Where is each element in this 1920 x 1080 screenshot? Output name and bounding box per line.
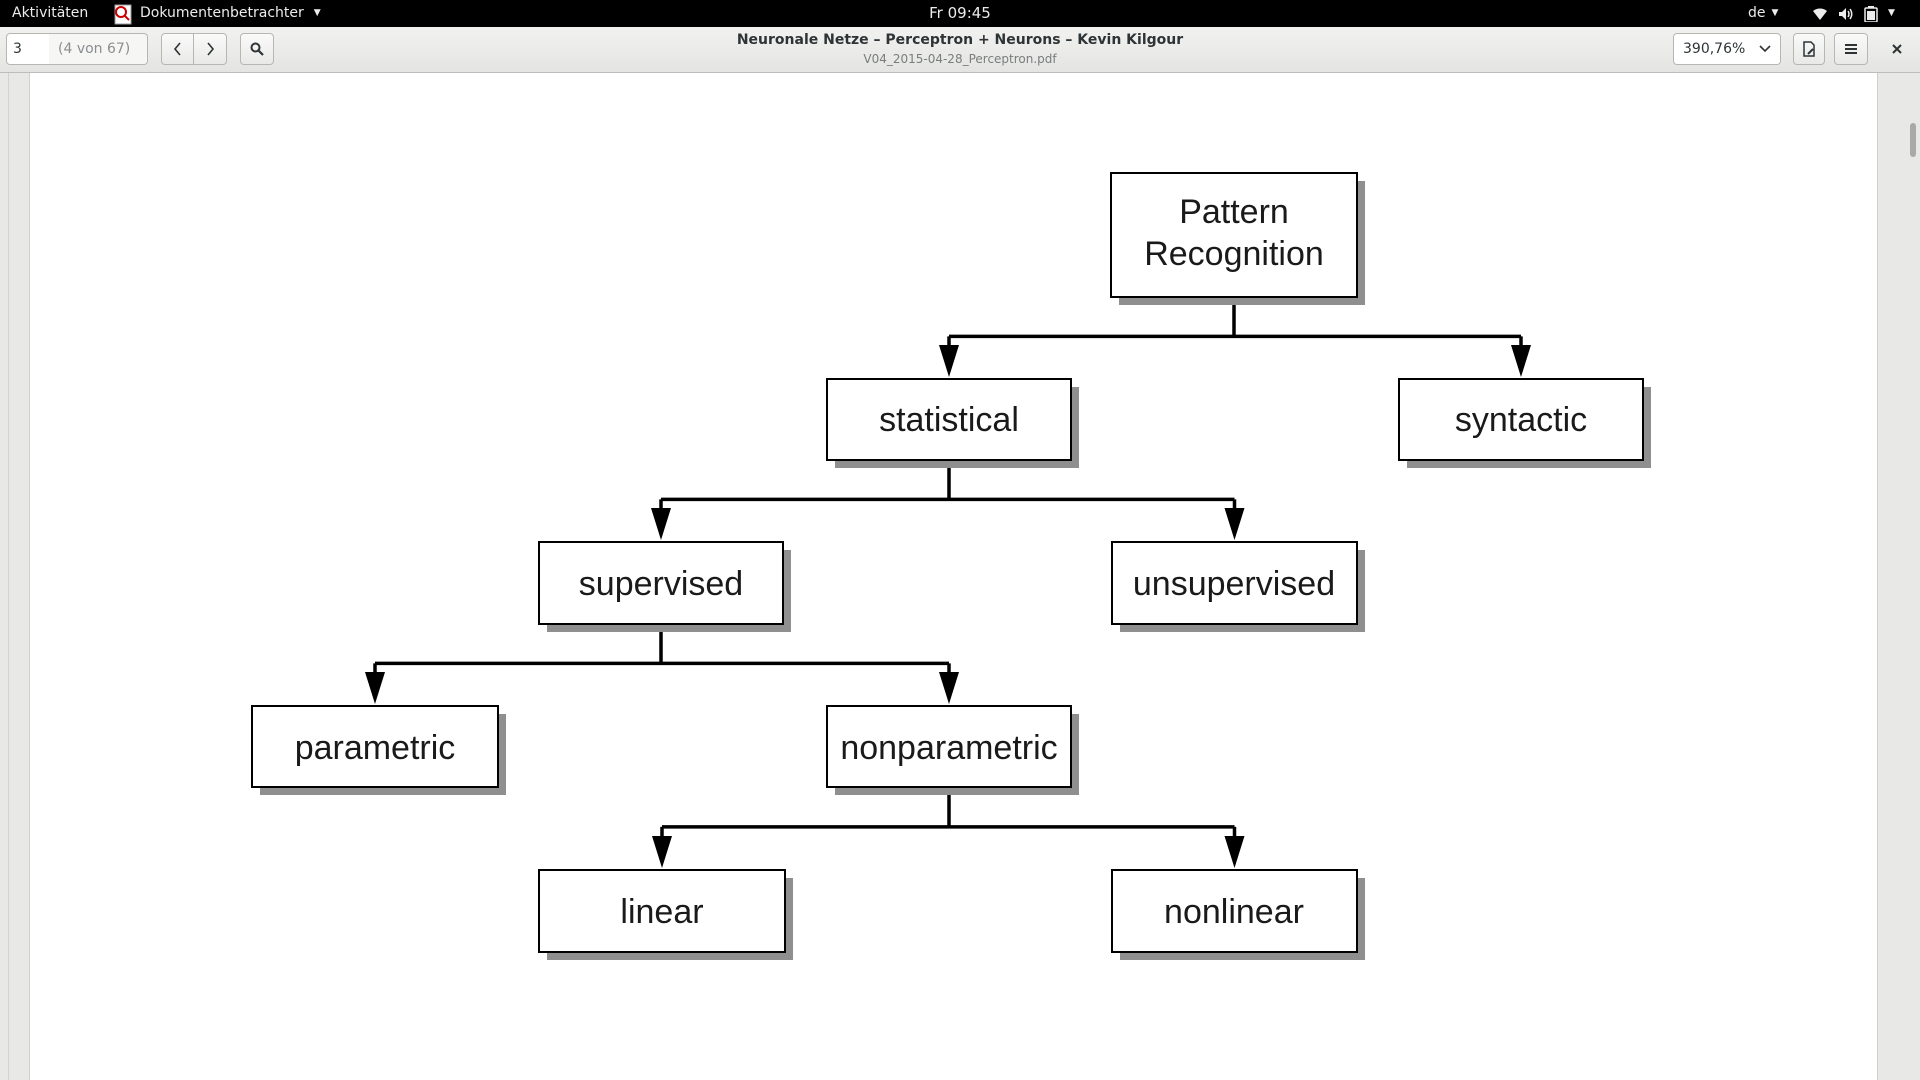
language-caret-icon: ▼	[1771, 8, 1779, 18]
language-indicator[interactable]: de ▼	[1748, 0, 1778, 27]
search-button[interactable]	[240, 33, 274, 65]
clock: Fr 09:45	[0, 0, 1920, 27]
document-filename: V04_2015-04-28_Perceptron.pdf	[863, 52, 1057, 66]
previous-page-button[interactable]	[161, 33, 194, 65]
wifi-icon	[1812, 7, 1828, 21]
page-number-input[interactable]	[6, 33, 50, 65]
node-linear-label: linear	[620, 893, 703, 931]
arrowhead	[652, 836, 672, 868]
page-edge	[8, 73, 9, 1080]
node-statistical: statistical	[826, 378, 1079, 468]
app-menu[interactable]: Dokumentenbetrachter ▼	[108, 0, 321, 27]
page-count-label: (4 von 67)	[49, 33, 148, 65]
node-unsupervised-label: unsupervised	[1133, 565, 1335, 603]
arrowhead	[939, 345, 959, 377]
app-menu-caret-icon: ▼	[313, 8, 321, 18]
arrowhead	[1224, 508, 1245, 540]
document-viewer[interactable]: Pattern Recognition statistical syntacti…	[0, 73, 1920, 1080]
node-parametric: parametric	[251, 705, 506, 795]
system-status-menu[interactable]: ▼	[1812, 0, 1895, 27]
node-pattern-recognition-line-2: Recognition	[1144, 235, 1324, 273]
document-viewer-icon	[112, 3, 134, 25]
node-supervised-label: supervised	[579, 565, 743, 603]
zoom-dropdown[interactable]: 390,76%	[1673, 33, 1781, 65]
system-menu-caret-icon: ▼	[1888, 8, 1895, 18]
top-bar: Aktivitäten Dokumentenbetrachter ▼ Fr 09…	[0, 0, 1920, 27]
chevron-left-icon	[173, 42, 181, 56]
arrowhead	[939, 672, 959, 704]
chevron-right-icon	[207, 42, 215, 56]
zoom-value: 390,76%	[1683, 41, 1746, 57]
close-button[interactable]	[1882, 33, 1912, 65]
node-pattern-recognition-line-1: Pattern	[1179, 193, 1289, 231]
node-syntactic: syntactic	[1398, 378, 1651, 468]
header-bar: (4 von 67) Neuronale Netze – Perceptron …	[0, 27, 1920, 73]
node-pattern-recognition: Pattern Recognition	[1110, 172, 1365, 305]
node-statistical-label: statistical	[879, 401, 1019, 439]
scrollbar-thumb[interactable]	[1910, 123, 1916, 157]
node-parametric-label: parametric	[295, 729, 456, 767]
node-syntactic-label: syntactic	[1455, 401, 1587, 439]
next-page-button[interactable]	[193, 33, 227, 65]
annotations-button[interactable]	[1793, 33, 1825, 65]
clock-label[interactable]: Fr 09:45	[929, 4, 991, 22]
hamburger-menu-icon	[1845, 44, 1857, 54]
arrowhead	[365, 672, 385, 704]
arrowhead	[1511, 345, 1531, 377]
node-nonparametric-label: nonparametric	[840, 729, 1057, 767]
activities-button[interactable]: Aktivitäten	[12, 5, 89, 21]
node-unsupervised: unsupervised	[1111, 541, 1365, 632]
node-linear: linear	[538, 869, 793, 960]
language-label: de	[1748, 5, 1766, 21]
chevron-down-icon	[1758, 34, 1772, 75]
arrowhead	[651, 508, 671, 540]
node-nonlinear: nonlinear	[1111, 869, 1365, 960]
pattern-recognition-tree-diagram: Pattern Recognition statistical syntacti…	[251, 172, 1651, 960]
battery-icon	[1864, 5, 1878, 22]
pdf-page[interactable]	[30, 73, 1877, 1080]
volume-icon	[1838, 7, 1854, 21]
arrowhead	[1224, 836, 1245, 868]
search-icon	[250, 42, 264, 56]
document-title: Neuronale Netze – Perceptron + Neurons –…	[736, 32, 1184, 48]
node-nonlinear-label: nonlinear	[1164, 893, 1304, 931]
node-nonparametric: nonparametric	[826, 705, 1079, 795]
app-menu-label: Dokumentenbetrachter	[140, 5, 304, 21]
node-supervised: supervised	[538, 541, 791, 632]
main-menu-button[interactable]	[1834, 33, 1868, 65]
annotate-icon	[1803, 41, 1815, 57]
close-icon	[1892, 44, 1902, 54]
